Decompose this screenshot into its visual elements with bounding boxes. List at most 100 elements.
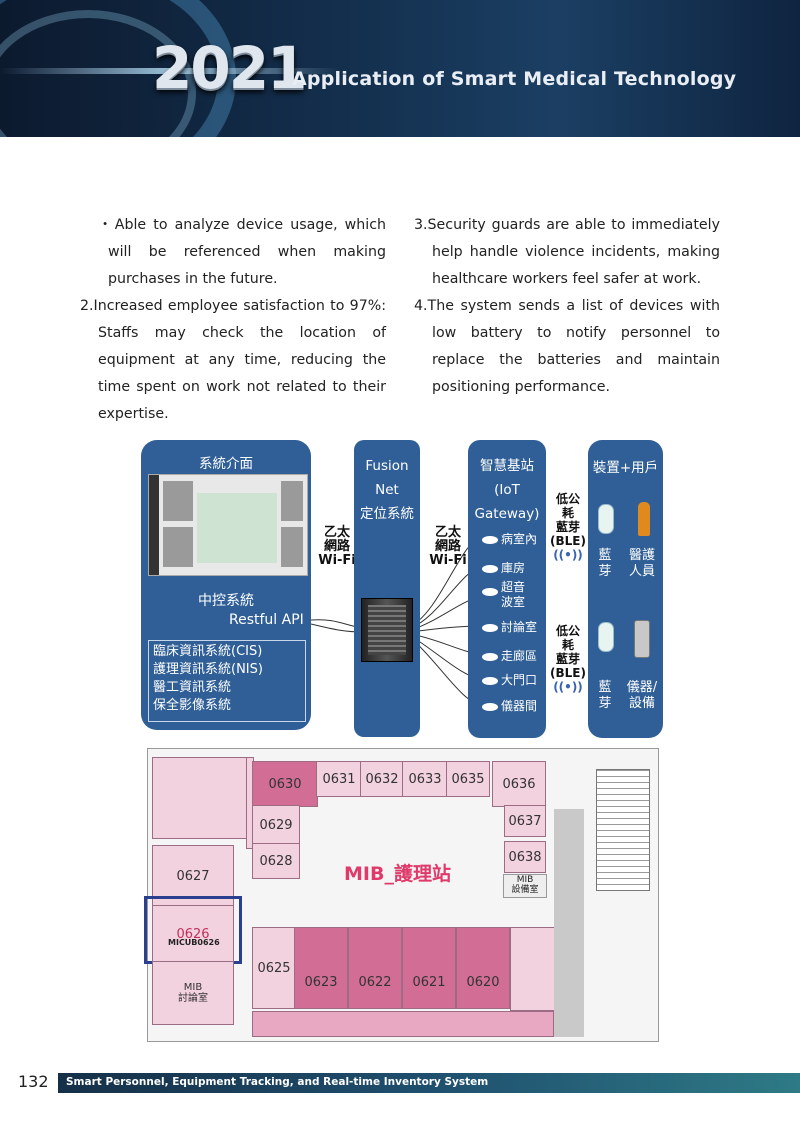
list-item: 4.The system sends a list of devices wit… — [414, 293, 720, 401]
ble-text: 低公 — [555, 492, 580, 506]
page-number: 132 — [18, 1072, 49, 1091]
staff-label: 醫護人員 — [624, 548, 660, 580]
gateway-line: 智慧基站 — [480, 458, 534, 474]
medical-equipment-icon — [634, 620, 650, 658]
room-label: 大門口 — [501, 673, 538, 687]
fusion-net-title: Fusion Net 定位系統 — [354, 454, 420, 526]
link-text: Wi-Fi — [318, 553, 356, 568]
label-line: 設備 — [628, 696, 655, 711]
list-text: Increased employee satisfaction to 97%: … — [93, 298, 386, 422]
equipment-label: 儀器/設備 — [622, 680, 662, 712]
floor-room: 0637 — [504, 805, 546, 837]
ble-text: 藍芽 — [555, 652, 580, 666]
room-number: 0626 — [176, 926, 210, 942]
floor-room-west-top — [152, 757, 248, 839]
device-user-panel: 裝置+用戶 藍芽 醫護人員 藍芽 儀器/設備 — [588, 440, 663, 738]
floor-room: 0638 — [504, 841, 546, 873]
room-label: 討論室 — [501, 620, 538, 634]
list-text: Able to analyze device usage, which will… — [108, 217, 386, 287]
interface-screenshot — [148, 474, 308, 576]
gateway-node-icon — [482, 588, 498, 596]
label-line: 設備室 — [511, 885, 539, 895]
bluetooth-tag-icon — [598, 622, 614, 652]
link-text: 網路 — [323, 539, 350, 554]
room-label: 波室 — [501, 595, 526, 609]
ble-label-top: 低公 耗 藍芽 (BLE) ((•)) — [550, 492, 586, 562]
system-item: 保全影像系統 — [153, 698, 232, 713]
room-node: 庫房 — [482, 559, 525, 576]
server-rack-icon — [361, 598, 413, 662]
room-node: 討論室 — [482, 618, 537, 635]
gateway-title: 智慧基站 (IoT Gateway) — [468, 454, 546, 526]
link-label-right: 乙太 網路 Wi-Fi — [428, 526, 468, 568]
list-marker: 3. — [414, 217, 428, 233]
header-year: 2021 — [152, 34, 307, 102]
floor-room: 0628 — [252, 843, 300, 879]
ble-text: 藍芽 — [555, 520, 580, 534]
floor-plan: 0630 0631 0632 0633 0635 0636 0629 0628 … — [144, 748, 659, 1042]
label-char: 藍 — [598, 548, 612, 563]
list-text: The system sends a list of devices with … — [427, 298, 720, 395]
floor-room: 0621 — [402, 927, 456, 1009]
nursing-station-label: MIB_護理站 — [344, 863, 451, 885]
label-line: MIB — [183, 982, 203, 993]
link-text: 乙太 — [434, 525, 461, 540]
gateway-node-icon — [482, 702, 498, 711]
interface-title: 系統介面 — [199, 456, 253, 472]
bluetooth-tag-icon — [598, 504, 614, 534]
link-text: 網路 — [434, 539, 461, 554]
system-item: 臨床資訊系統(CIS) — [153, 644, 263, 659]
fusion-line: 定位系統 — [360, 506, 414, 522]
ble-text: 耗 — [561, 638, 574, 652]
room-node: 大門口 — [482, 671, 537, 688]
list-marker: ・ — [98, 217, 115, 233]
link-text: Wi-Fi — [429, 553, 467, 568]
camera-thumbnail — [163, 481, 193, 521]
hospital-systems-box: 臨床資訊系統(CIS) 護理資訊系統(NIS) 醫工資訊系統 保全影像系統 — [148, 640, 306, 722]
staff-person-icon — [638, 502, 650, 536]
camera-thumbnail — [163, 527, 193, 567]
screen-sidebar — [149, 475, 159, 575]
fusion-line: Fusion — [365, 458, 409, 474]
floor-room: 0623 — [294, 927, 348, 1009]
floor-room: 0630 — [252, 761, 318, 807]
ble-text: (BLE) — [550, 666, 586, 680]
stairwell — [596, 769, 650, 891]
bluetooth-label: 藍芽 — [596, 680, 614, 712]
list-item: 3.Security guards are able to immediatel… — [414, 212, 720, 293]
room-label: 走廊區 — [501, 649, 538, 663]
gateway-node-icon — [482, 623, 498, 632]
system-architecture-diagram: 系統介面 中控系統 Restful API 臨床資訊系統(CIS) 護理資訊系統… — [141, 440, 663, 740]
room-node: 儀器間 — [482, 697, 537, 714]
room-label: 庫房 — [501, 561, 526, 575]
footer-bar: Smart Personnel, Equipment Tracking, and… — [58, 1073, 800, 1093]
list-item: ・Able to analyze device usage, which wil… — [80, 212, 386, 293]
banner-light-streak — [0, 68, 340, 74]
list-text: Security guards are able to immediately … — [427, 217, 720, 287]
system-item: 醫工資訊系統 — [153, 680, 232, 695]
control-system-label: 中控系統 — [198, 593, 254, 609]
header-title: Application of Smart Medical Technology — [292, 68, 737, 90]
floor-room: 0635 — [446, 761, 490, 797]
label-line: 儀器/ — [626, 680, 658, 695]
fusion-net-panel: Fusion Net 定位系統 — [354, 440, 420, 737]
tracked-room-highlight — [144, 896, 242, 964]
floor-corridor-bottom — [252, 1011, 554, 1037]
device-title: 裝置+用戶 — [592, 460, 659, 476]
room-node: 超音波室 — [482, 580, 525, 610]
camera-thumbnail — [281, 481, 303, 521]
floor-room: 0633 — [402, 761, 448, 797]
floor-room: 0636 — [492, 761, 546, 807]
wireless-signal-icon: ((•)) — [553, 548, 583, 562]
ble-text: 耗 — [561, 506, 574, 520]
label-line: 醫護 — [628, 548, 655, 563]
label-char: 芽 — [598, 696, 612, 711]
interface-panel: 系統介面 中控系統 Restful API 臨床資訊系統(CIS) 護理資訊系統… — [141, 440, 311, 730]
list-item: 2.Increased employee satisfaction to 97%… — [80, 293, 386, 428]
label-line: 人員 — [628, 564, 655, 579]
header-banner: 2021 Application of Smart Medical Techno… — [0, 0, 800, 137]
screen-floor-map — [197, 493, 277, 563]
room-label: 病室內 — [501, 532, 538, 546]
floor-room: 0629 — [252, 805, 300, 845]
room-node: 走廊區 — [482, 647, 537, 664]
